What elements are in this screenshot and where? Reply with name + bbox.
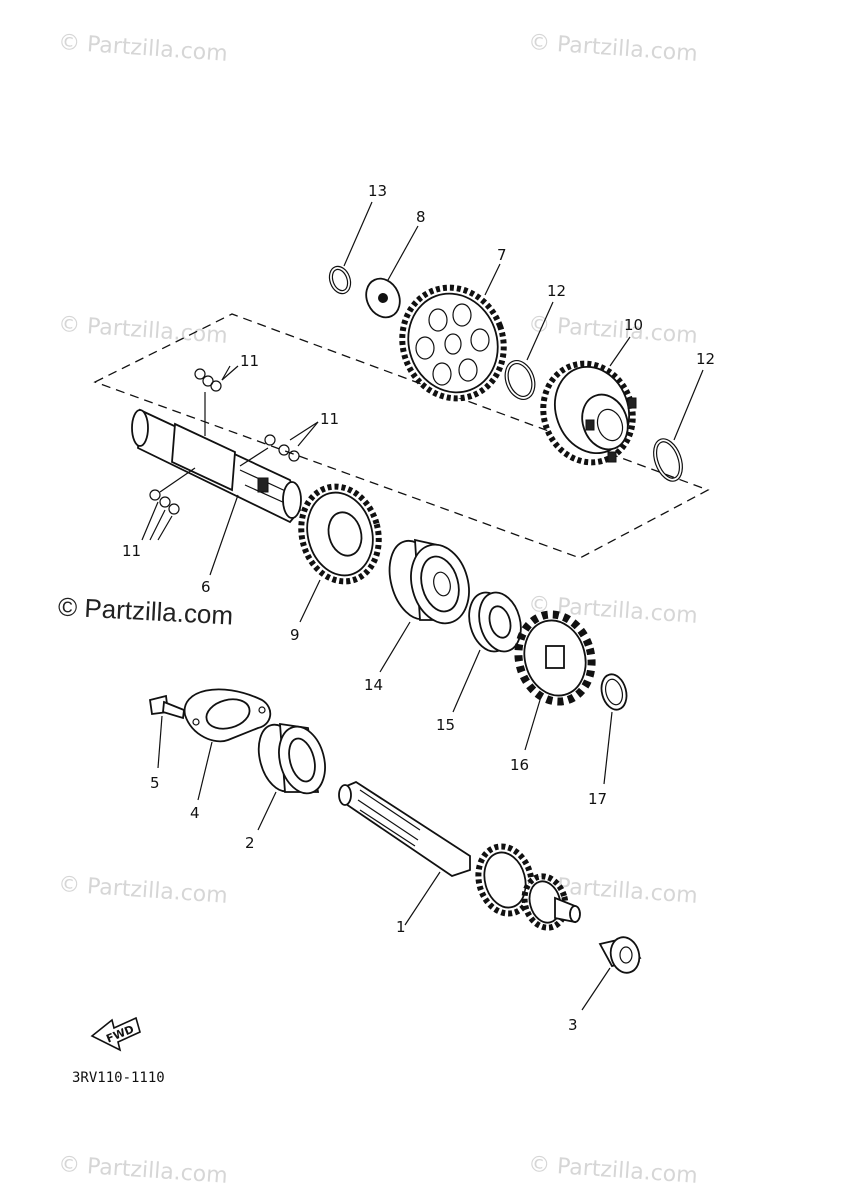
callout-9: 9: [290, 626, 300, 644]
callout-1: 1: [396, 918, 406, 936]
circlip-12b: [653, 438, 683, 482]
balls-11a: [194, 368, 222, 392]
callout-15: 15: [436, 716, 455, 734]
callout-11c: 11: [122, 542, 141, 560]
callout-13: 13: [368, 182, 387, 200]
callout-16: 16: [510, 756, 529, 774]
circlip-12a: [504, 360, 536, 400]
bearing-14: [388, 538, 470, 625]
circlip-17: [600, 673, 628, 711]
callout-12a: 12: [547, 282, 566, 300]
bolt-5: [148, 694, 185, 720]
main-shaft-1: [338, 780, 581, 931]
callout-6: 6: [201, 578, 211, 596]
callout-4: 4: [190, 804, 200, 822]
callout-11a: 11: [240, 352, 259, 370]
gear-9: [298, 483, 382, 585]
balls-11c: [149, 489, 180, 515]
callout-5: 5: [150, 774, 160, 792]
shaft-6: [131, 408, 302, 524]
assembly-outline: [93, 313, 710, 559]
callout-8: 8: [416, 208, 426, 226]
gear-10: [540, 360, 637, 466]
circlip-13: [328, 265, 352, 295]
sprocket-16: [514, 610, 596, 706]
callout-17: 17: [588, 790, 607, 808]
washer-8: [365, 277, 401, 319]
collar-3: [598, 936, 642, 974]
callout-10: 10: [624, 316, 643, 334]
callout-14: 14: [364, 676, 383, 694]
plate-4: [183, 688, 272, 743]
seal-15: [468, 591, 522, 653]
callout-12b: 12: [696, 350, 715, 368]
balls-11b: [264, 434, 300, 462]
callout-7: 7: [497, 246, 507, 264]
gear-7: [399, 284, 507, 402]
bearing-2: [257, 722, 326, 795]
callout-3: 3: [568, 1016, 578, 1034]
diagram-code: 3RV110-1110: [72, 1070, 165, 1086]
fwd-arrow-icon: FWD: [90, 1016, 141, 1052]
callout-2: 2: [245, 834, 255, 852]
callout-11b: 11: [320, 410, 339, 428]
